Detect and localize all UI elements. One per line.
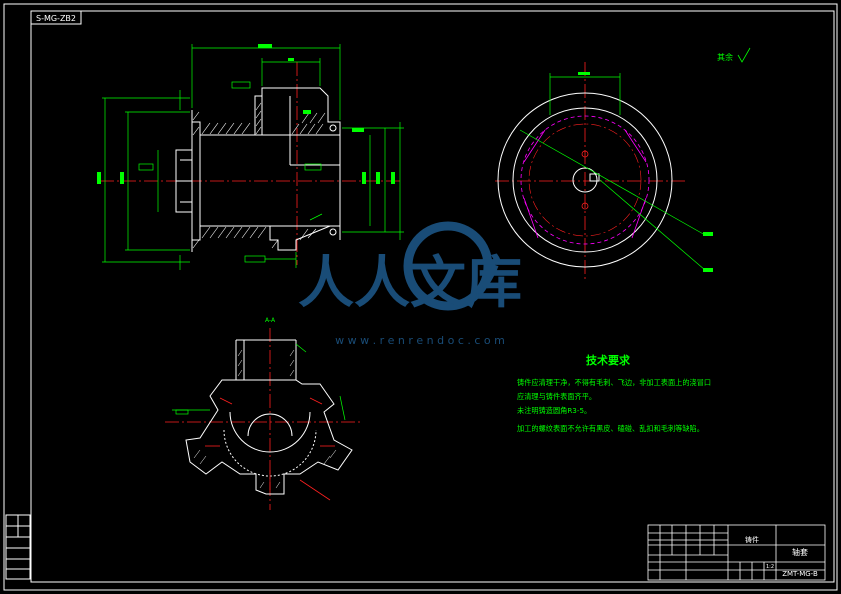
section-label: A-A bbox=[265, 317, 276, 324]
watermark-text: 人人文库 bbox=[298, 251, 522, 316]
tech-req-title: 技术要求 bbox=[586, 353, 631, 367]
tech-req-line-3: 未注明铸造圆角R3-5。 bbox=[517, 406, 591, 415]
tech-requirements: 技术要求 铸件应清理干净，不得有毛刺、飞边，非加工表面上的浇冒口 应清理与铸件表… bbox=[517, 353, 711, 433]
roughness-note: 其余 bbox=[717, 52, 733, 62]
bottom-section-view: A-A bbox=[165, 317, 360, 510]
tech-req-line-2: 应清理与铸件表面齐平。 bbox=[517, 392, 596, 401]
side-circular-view: 其余 bbox=[495, 47, 751, 280]
left-binding-column bbox=[5, 514, 31, 580]
drawing-code-box bbox=[30, 10, 82, 25]
outer-frame bbox=[3, 3, 838, 591]
inner-frame bbox=[30, 10, 835, 583]
main-section-view bbox=[97, 44, 404, 270]
watermark: 人人文库 w w w . r e n r e n d o c . c o m bbox=[298, 221, 522, 347]
watermark-url: w w w . r e n r e n d o c . c o m bbox=[335, 334, 505, 347]
title-block-part-name: 轴套 bbox=[792, 547, 808, 557]
tech-req-line-4: 加工的螺纹表面不允许有黑皮、磕碰、乱扣和毛刺等缺陷。 bbox=[517, 424, 704, 433]
title-block-material: 铸件 bbox=[745, 535, 759, 544]
drawing-code-top: S-MG-ZB2 bbox=[36, 14, 76, 23]
title-block-drawing-no: ZMT-MG-B bbox=[782, 570, 818, 578]
title-block: 轴套 铸件 ZMT-MG-B 1:2 bbox=[647, 524, 826, 581]
tech-req-line-1: 铸件应清理干净，不得有毛刺、飞边，非加工表面上的浇冒口 bbox=[517, 378, 711, 387]
title-block-scale: 1:2 bbox=[766, 564, 774, 570]
